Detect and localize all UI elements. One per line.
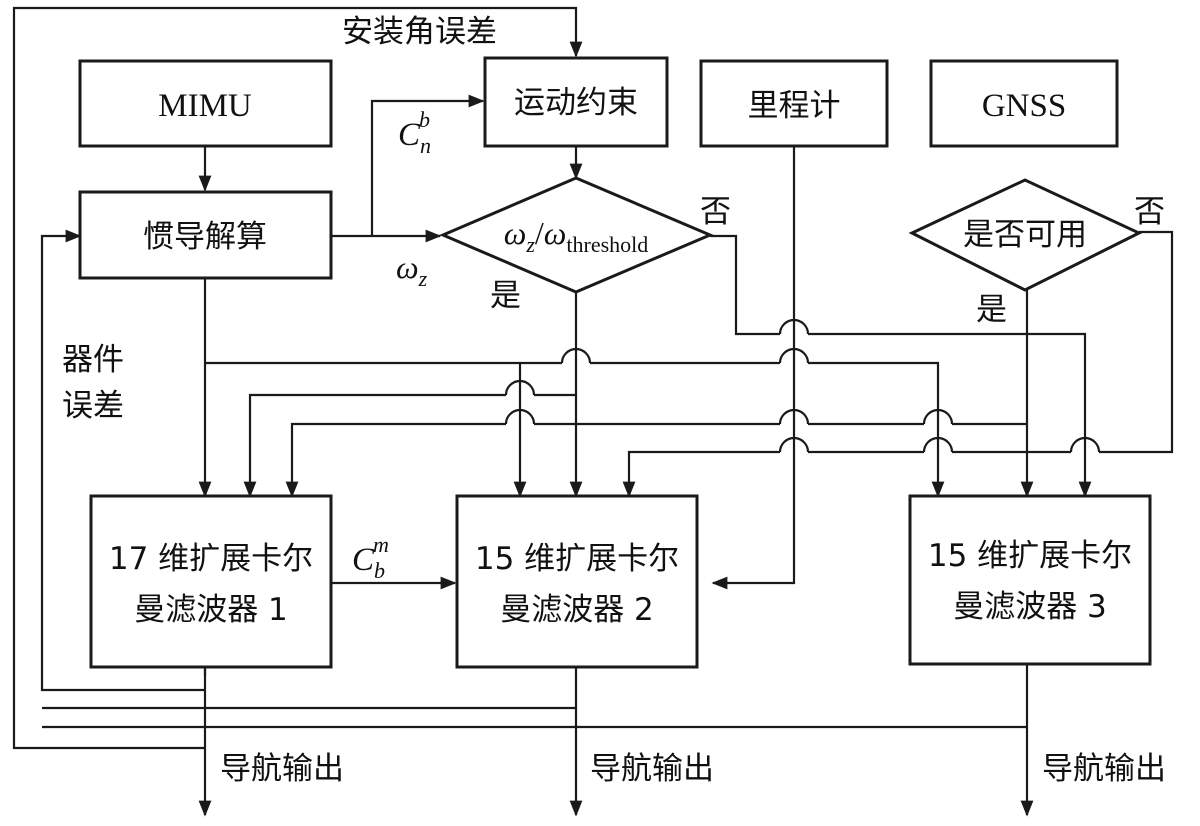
yes-to-ekf1-b xyxy=(285,422,506,498)
device-error-label-2: 误差 xyxy=(62,388,124,424)
threshold-label: ωz/ωthreshold xyxy=(504,215,649,257)
threshold-no-to-ekf3 xyxy=(808,332,1092,498)
nav-output-2: 导航输出 xyxy=(590,751,714,787)
block-ekf1: 17 维扩展卡尔 曼滤波器 1 xyxy=(89,494,333,669)
block-ekf2: 15 维扩展卡尔 曼滤波器 2 xyxy=(455,494,699,669)
ekf1-line1: 17 维扩展卡尔 xyxy=(109,541,313,577)
ekf3-line2: 曼滤波器 3 xyxy=(953,589,1107,625)
gnss-yes-label: 是 xyxy=(976,292,1007,328)
hop-d1 xyxy=(1069,436,1101,453)
nav-output-3: 导航输出 xyxy=(1042,751,1166,787)
gnss-label: GNSS xyxy=(982,88,1066,124)
block-gnss: GNSS xyxy=(929,59,1119,148)
ins-to-ekf3 xyxy=(808,361,945,498)
gnss-available-label: 是否可用 xyxy=(963,217,1087,253)
threshold-yes-label: 是 xyxy=(490,278,521,314)
hop-b1 xyxy=(504,379,536,396)
yes-to-ekf1-a xyxy=(243,393,506,498)
feedback-install-error xyxy=(12,6,583,750)
ekf1-line2: 曼滤波器 1 xyxy=(134,592,288,628)
cbm-symbol: Cbm xyxy=(352,532,389,583)
connectors xyxy=(12,6,1174,817)
cnb-symbol: Cnb xyxy=(398,107,431,158)
block-ins: 惯导解算 xyxy=(78,190,333,280)
odometer-to-ekf2 xyxy=(711,146,796,590)
hop-b2 xyxy=(504,408,536,425)
ekf2-line2: 曼滤波器 2 xyxy=(500,592,654,628)
block-ekf3: 15 维扩展卡尔 曼滤波器 3 xyxy=(908,494,1152,666)
ekf3-line1: 15 维扩展卡尔 xyxy=(928,538,1132,574)
nav-output-1: 导航输出 xyxy=(220,751,344,787)
gnss-no-label: 否 xyxy=(1134,194,1165,230)
gnss-no-to-ekf2 xyxy=(622,450,780,498)
feedback-device-error xyxy=(40,229,205,692)
ekf2-line1: 15 维扩展卡尔 xyxy=(475,541,679,577)
mimu-label: MIMU xyxy=(158,88,252,124)
omega-z-symbol: ωz xyxy=(396,249,428,291)
device-error-label-1: 器件 xyxy=(62,342,124,378)
decision-threshold: ωz/ωthreshold xyxy=(439,176,714,294)
threshold-no-label: 否 xyxy=(700,194,731,230)
odometer-label: 里程计 xyxy=(748,88,841,124)
hop-d2 xyxy=(922,436,954,453)
hop-b4 xyxy=(922,408,954,425)
block-motion-constraint: 运动约束 xyxy=(483,56,669,148)
motion-label: 运动约束 xyxy=(514,85,638,121)
gnss-no-a xyxy=(1099,230,1174,454)
threshold-no-a xyxy=(710,234,780,336)
decision-gnss-available: 是否可用 xyxy=(908,178,1143,292)
ins-label: 惯导解算 xyxy=(143,219,267,255)
block-odometer: 里程计 xyxy=(699,59,889,148)
install-error-label: 安装角误差 xyxy=(342,14,497,50)
hop-d3 xyxy=(778,436,810,453)
block-mimu: MIMU xyxy=(78,59,333,148)
arrow-ins-to-motion xyxy=(370,94,485,236)
